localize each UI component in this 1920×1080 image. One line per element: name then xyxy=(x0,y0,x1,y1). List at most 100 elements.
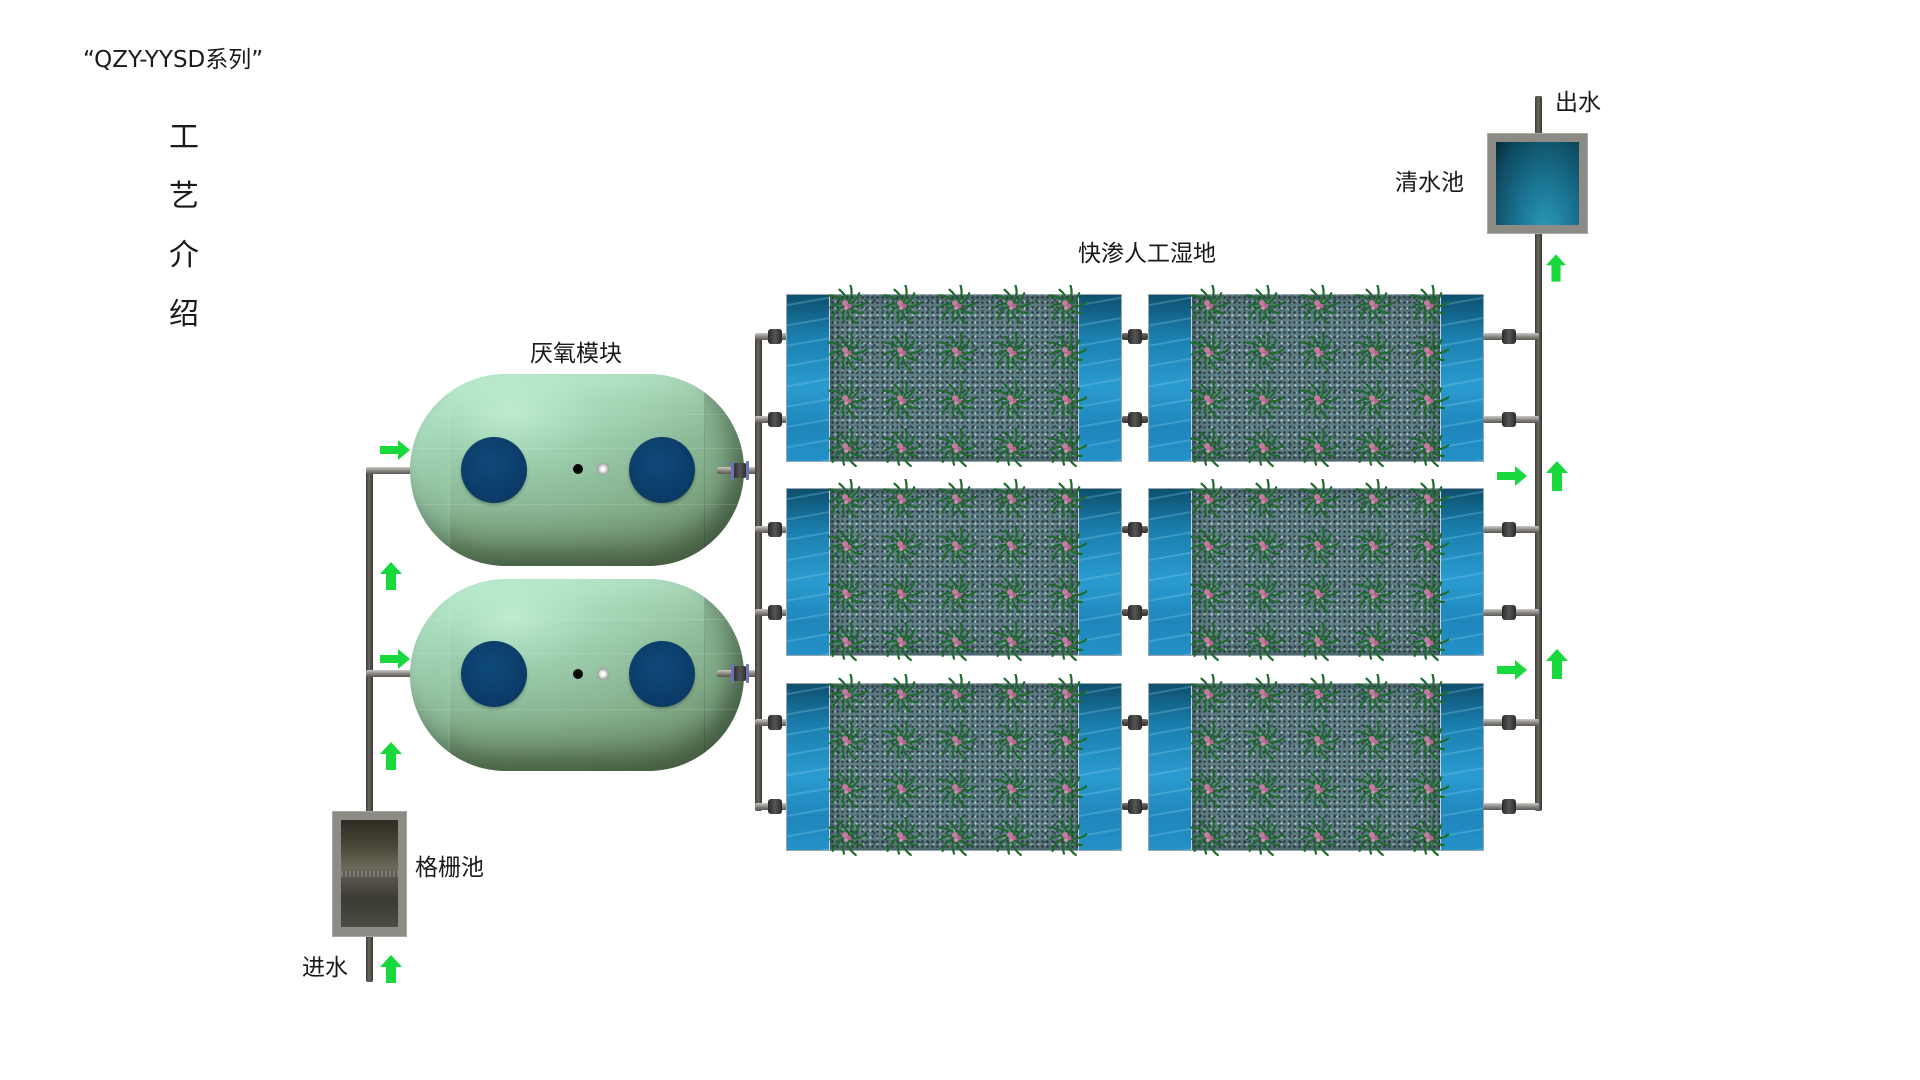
plant-icon xyxy=(1244,621,1285,662)
coupler xyxy=(1128,715,1142,730)
manhole-icon xyxy=(629,437,695,503)
plant-icon xyxy=(827,720,868,761)
flange xyxy=(731,664,734,683)
plant-icon xyxy=(992,331,1033,372)
plant-icon xyxy=(882,379,923,420)
plant-icon xyxy=(827,478,868,519)
flow-up-arrow-icon xyxy=(1546,254,1566,282)
plant-icon xyxy=(1299,768,1340,809)
vertical-title-char: 工 xyxy=(169,120,199,155)
plant-icon xyxy=(1047,331,1088,372)
coupler xyxy=(1502,329,1516,344)
plant-icon xyxy=(882,427,923,468)
plant-icon xyxy=(992,427,1033,468)
plant-icon xyxy=(992,720,1033,761)
plant-icon xyxy=(1047,478,1088,519)
plant-icon xyxy=(1299,478,1340,519)
plant-icon xyxy=(992,768,1033,809)
plant-icon xyxy=(992,284,1033,325)
plant-icon xyxy=(992,573,1033,614)
plant-icon xyxy=(1244,379,1285,420)
flange xyxy=(746,664,749,683)
plant-icon xyxy=(1047,284,1088,325)
plant-icon xyxy=(1354,720,1395,761)
plant-icon xyxy=(1047,379,1088,420)
plant-icon xyxy=(1189,478,1230,519)
plant-icon xyxy=(827,427,868,468)
tank-highlight xyxy=(410,448,744,449)
plant-icon xyxy=(1047,621,1088,662)
outlet-label: 出水 xyxy=(1555,90,1601,116)
anaerobic-tank-2 xyxy=(410,579,744,771)
plant-icon xyxy=(882,331,923,372)
plant-icon xyxy=(992,525,1033,566)
plant-icon xyxy=(937,525,978,566)
plant-icon xyxy=(1299,621,1340,662)
vertical-title-char: 艺 xyxy=(169,179,199,214)
plant-icon xyxy=(882,284,923,325)
plant-icon xyxy=(1299,720,1340,761)
flange xyxy=(746,461,749,480)
plant-icon xyxy=(1299,816,1340,857)
coupler xyxy=(768,329,782,344)
flow-right-arrow-icon xyxy=(1497,660,1527,680)
plant-icon xyxy=(937,816,978,857)
plant-icon xyxy=(1047,768,1088,809)
wetland-label: 快渗人工湿地 xyxy=(1078,241,1216,267)
clear-water-tank-label: 清水池 xyxy=(1395,170,1464,196)
plant-icon xyxy=(882,621,923,662)
plant-icon xyxy=(827,673,868,714)
plant-icon xyxy=(1244,816,1285,857)
plant-icon xyxy=(882,478,923,519)
clear-water-tank xyxy=(1487,133,1588,234)
coupler xyxy=(1502,799,1516,814)
plant-icon xyxy=(1299,673,1340,714)
plant-icon xyxy=(1409,673,1450,714)
plant-icon xyxy=(1299,331,1340,372)
collection-manifold-pipe xyxy=(1535,96,1542,811)
plant-icon xyxy=(1354,573,1395,614)
plant-icon xyxy=(1409,816,1450,857)
plant-icon xyxy=(1047,427,1088,468)
plant-icon xyxy=(1409,284,1450,325)
plant-icon xyxy=(1189,720,1230,761)
plant-icon xyxy=(1189,284,1230,325)
coupler xyxy=(1502,605,1516,620)
grille-tank-label: 格栅池 xyxy=(415,855,484,881)
plant-icon xyxy=(1409,720,1450,761)
coupler xyxy=(1502,522,1516,537)
plant-icon xyxy=(1189,768,1230,809)
plant-icon xyxy=(882,573,923,614)
plant-icon xyxy=(827,379,868,420)
flow-right-arrow-icon xyxy=(380,440,410,460)
plant-icon xyxy=(937,621,978,662)
vertical-title-char: 绍 xyxy=(169,297,199,332)
inlet-label: 进水 xyxy=(302,955,348,981)
plant-icon xyxy=(1354,478,1395,519)
plant-icon xyxy=(1047,573,1088,614)
plant-icon xyxy=(1047,816,1088,857)
tank1-inlet-pipe xyxy=(366,467,416,474)
plant-icon xyxy=(1354,621,1395,662)
coupler xyxy=(1128,412,1142,427)
wetland-cell xyxy=(786,488,1122,656)
coupler xyxy=(768,522,782,537)
plant-icon xyxy=(1409,573,1450,614)
plant-icon xyxy=(1354,673,1395,714)
tank-highlight xyxy=(410,504,744,505)
plant-icon xyxy=(937,427,978,468)
plant-icon xyxy=(827,621,868,662)
plant-icon xyxy=(882,525,923,566)
plant-icon xyxy=(1189,816,1230,857)
plant-icon xyxy=(937,478,978,519)
plant-icon xyxy=(1189,621,1230,662)
plant-icon xyxy=(1354,331,1395,372)
plant-icon xyxy=(937,768,978,809)
plant-icon xyxy=(1244,673,1285,714)
plant-icon xyxy=(1047,720,1088,761)
plant-icon xyxy=(1354,525,1395,566)
plant-icon xyxy=(882,816,923,857)
plant-icon xyxy=(937,673,978,714)
plant-icon xyxy=(1299,525,1340,566)
process-intro-vertical-title: 工 艺 介 绍 xyxy=(166,108,202,344)
